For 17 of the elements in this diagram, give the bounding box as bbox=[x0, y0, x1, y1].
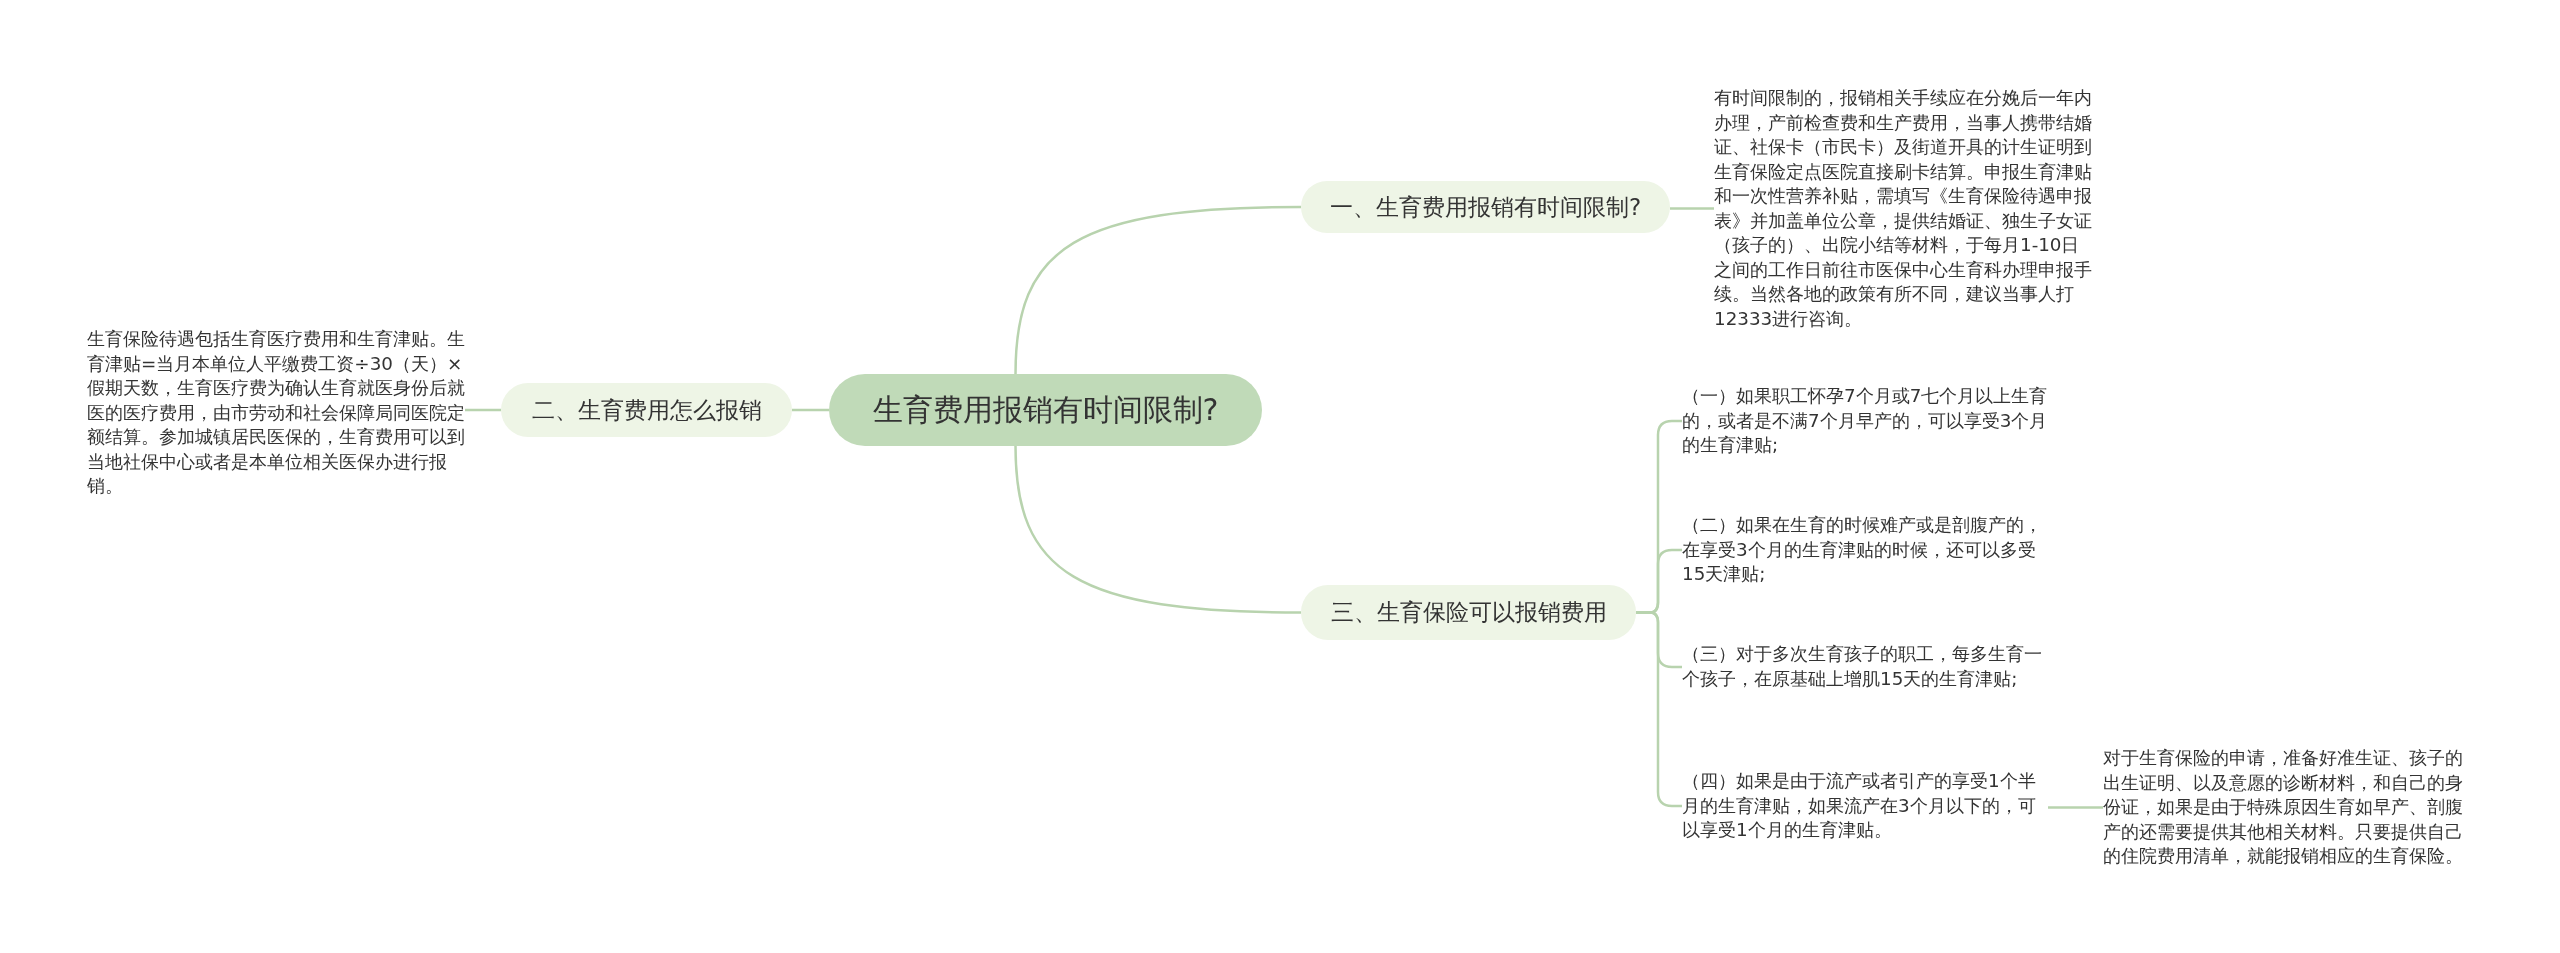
topic-box: 二、生育费用怎么报销 bbox=[501, 383, 792, 437]
note-text: （一）如果职工怀孕7个月或7七个月以上生育的，或者是不满7个月早产的，可以享受3个月的生育津贴; bbox=[1682, 384, 2048, 458]
connector-line bbox=[465, 408, 501, 412]
connector-line bbox=[2048, 806, 2103, 809]
central-topic-box: 生育费用报销有时间限制? bbox=[829, 374, 1262, 446]
note-text: 有时间限制的，报销相关手续应在分娩后一年内办理，产前检查费和生产费用，当事人携带结婚证、社保卡（市民卡）及街道开具的计生证明到生育保险定点医院直接刷卡结算。申报生育津贴和一次性营养补贴，需填写《生育保险待遇申报表》并加盖单位公章，提供结婚证、独生子女证（孩子的）、出院小结等材料，于每月1-10日之间的工作日前往市医保中心生育科办理申报手续。当然各地的政策有所不同，建议当事人打12333进行咨询。 bbox=[1714, 86, 2092, 331]
topic-box: 三、生育保险可以报销费用 bbox=[1301, 585, 1636, 640]
note-text: 生育保险待遇包括生育医疗费用和生育津贴。生育津贴=当月本单位人平缴费工资÷30（天）×假期天数，生育医疗费为确认生育就医身份后就医的医疗费用，由市劳动和社会保障局同医院定额结算。参加城镇居民医保的，生育费用可以到当地社保中心或者是本单位相关医保办进行报销。 bbox=[87, 327, 465, 499]
connector-line bbox=[1670, 207, 1714, 210]
note-text: （四）如果是由于流产或者引产的享受1个半月的生育津贴，如果流产在3个月以下的，可以享受1个月的生育津贴。 bbox=[1682, 769, 2048, 843]
connector-line bbox=[1014, 445, 1302, 614]
note-text: （二）如果在生育的时候难产或是剖腹产的，在享受3个月的生育津贴的时候，还可以多受15天津贴; bbox=[1682, 513, 2048, 587]
note-text: （三）对于多次生育孩子的职工，每多生育一个孩子，在原基础上增肌15天的生育津贴; bbox=[1682, 642, 2048, 691]
note-text: 对于生育保险的申请，准备好准生证、孩子的出生证明、以及意愿的诊断材料，和自己的身份证，如果是由于特殊原因生育如早产、剖腹产的还需要提供其他相关材料。只要提供自己的住院费用清单，就能报销相应的生育保险。 bbox=[2103, 746, 2477, 869]
connector-line bbox=[1014, 205, 1302, 375]
topic-box: 一、生育费用报销有时间限制? bbox=[1301, 181, 1670, 233]
connector-line bbox=[792, 408, 829, 412]
